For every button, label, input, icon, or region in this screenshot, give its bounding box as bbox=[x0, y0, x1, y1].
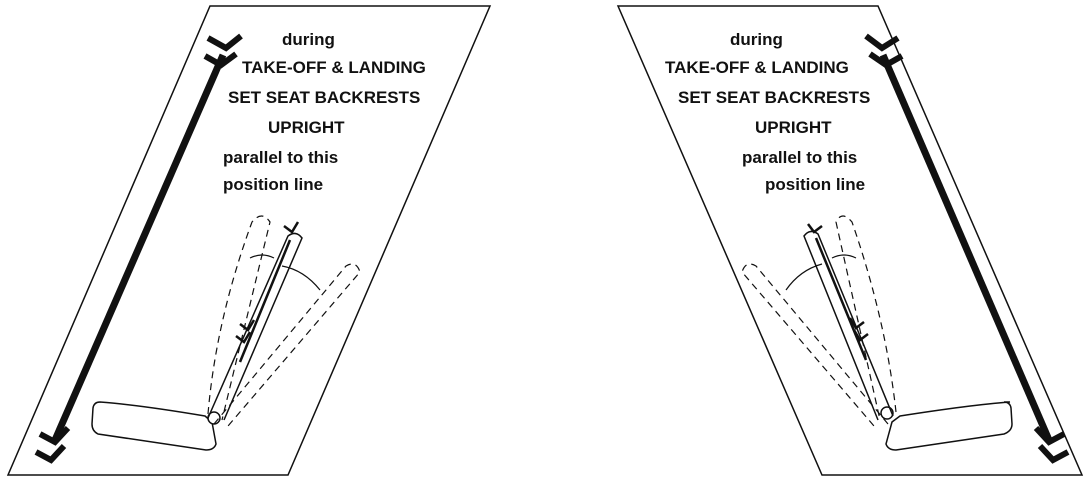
left-placard-outline bbox=[6, 5, 492, 476]
right-placard: during TAKE-OFF & LANDING SET SEAT BACKR… bbox=[616, 5, 1084, 476]
right-position-line-bottom-chevron-2-icon bbox=[1037, 443, 1070, 464]
left-position-line-top-chevron-icon bbox=[206, 33, 243, 52]
left-text-line2: TAKE-OFF & LANDING bbox=[242, 58, 426, 77]
left-text-line4: UPRIGHT bbox=[268, 118, 345, 137]
right-position-line-top-chevron-icon bbox=[864, 33, 900, 52]
left-position-line-top-chevron-2-icon bbox=[203, 51, 238, 69]
left-backrest-dashed-forward bbox=[207, 215, 271, 421]
left-backrest-chevron-top-icon bbox=[283, 221, 300, 234]
left-position-line bbox=[34, 33, 243, 464]
left-backrest-upright bbox=[207, 232, 303, 421]
right-text-line1: during bbox=[730, 30, 783, 49]
left-text-line6: position line bbox=[223, 175, 323, 194]
right-backrest-chevron-top-icon bbox=[807, 223, 823, 234]
left-placard: during TAKE-OFF & LANDING SET SEAT BACKR… bbox=[6, 5, 492, 476]
right-backrest-upright bbox=[803, 230, 894, 421]
right-backrest-chevron-bottom-2-icon bbox=[852, 329, 869, 342]
right-seat-diagram bbox=[741, 215, 1013, 451]
right-text-line2: TAKE-OFF & LANDING bbox=[665, 58, 849, 77]
left-backrest-chevron-bottom-icon bbox=[239, 319, 256, 332]
left-position-line-bottom-chevron-icon bbox=[38, 425, 71, 446]
right-backrest-dashed-forward bbox=[835, 215, 897, 421]
right-angle-arc-forward bbox=[831, 254, 857, 259]
right-text-line3: SET SEAT BACKRESTS bbox=[678, 88, 870, 107]
right-text-line6: position line bbox=[765, 175, 865, 194]
right-placard-outline bbox=[616, 5, 1084, 476]
left-backrest-reference-line bbox=[238, 239, 292, 363]
left-angle-arc-forward bbox=[249, 254, 275, 259]
right-backrest-dashed-reclined bbox=[741, 263, 889, 427]
right-angle-arc-reclined bbox=[785, 263, 823, 291]
right-backrest-chevron-bottom-icon bbox=[848, 317, 865, 330]
left-seat-diagram bbox=[91, 215, 361, 451]
left-text-line3: SET SEAT BACKRESTS bbox=[228, 88, 420, 107]
left-backrest-dashed-reclined bbox=[213, 263, 361, 427]
left-angle-arc-reclined bbox=[281, 265, 321, 291]
right-text-line5: parallel to this bbox=[742, 148, 857, 167]
left-text-line1: during bbox=[282, 30, 335, 49]
left-position-line-bottom-chevron-2-icon bbox=[34, 443, 67, 464]
right-text-line4: UPRIGHT bbox=[755, 118, 832, 137]
right-position-line-bottom-chevron-icon bbox=[1033, 425, 1066, 446]
right-seat-cushion bbox=[885, 401, 1013, 451]
right-position-line bbox=[864, 33, 1070, 464]
right-position-line-top-chevron-2-icon bbox=[868, 51, 904, 69]
right-backrest-reference-line bbox=[814, 237, 868, 361]
left-backrest-chevron-bottom-2-icon bbox=[235, 331, 252, 344]
left-text-line5: parallel to this bbox=[223, 148, 338, 167]
left-seat-cushion bbox=[91, 401, 217, 451]
